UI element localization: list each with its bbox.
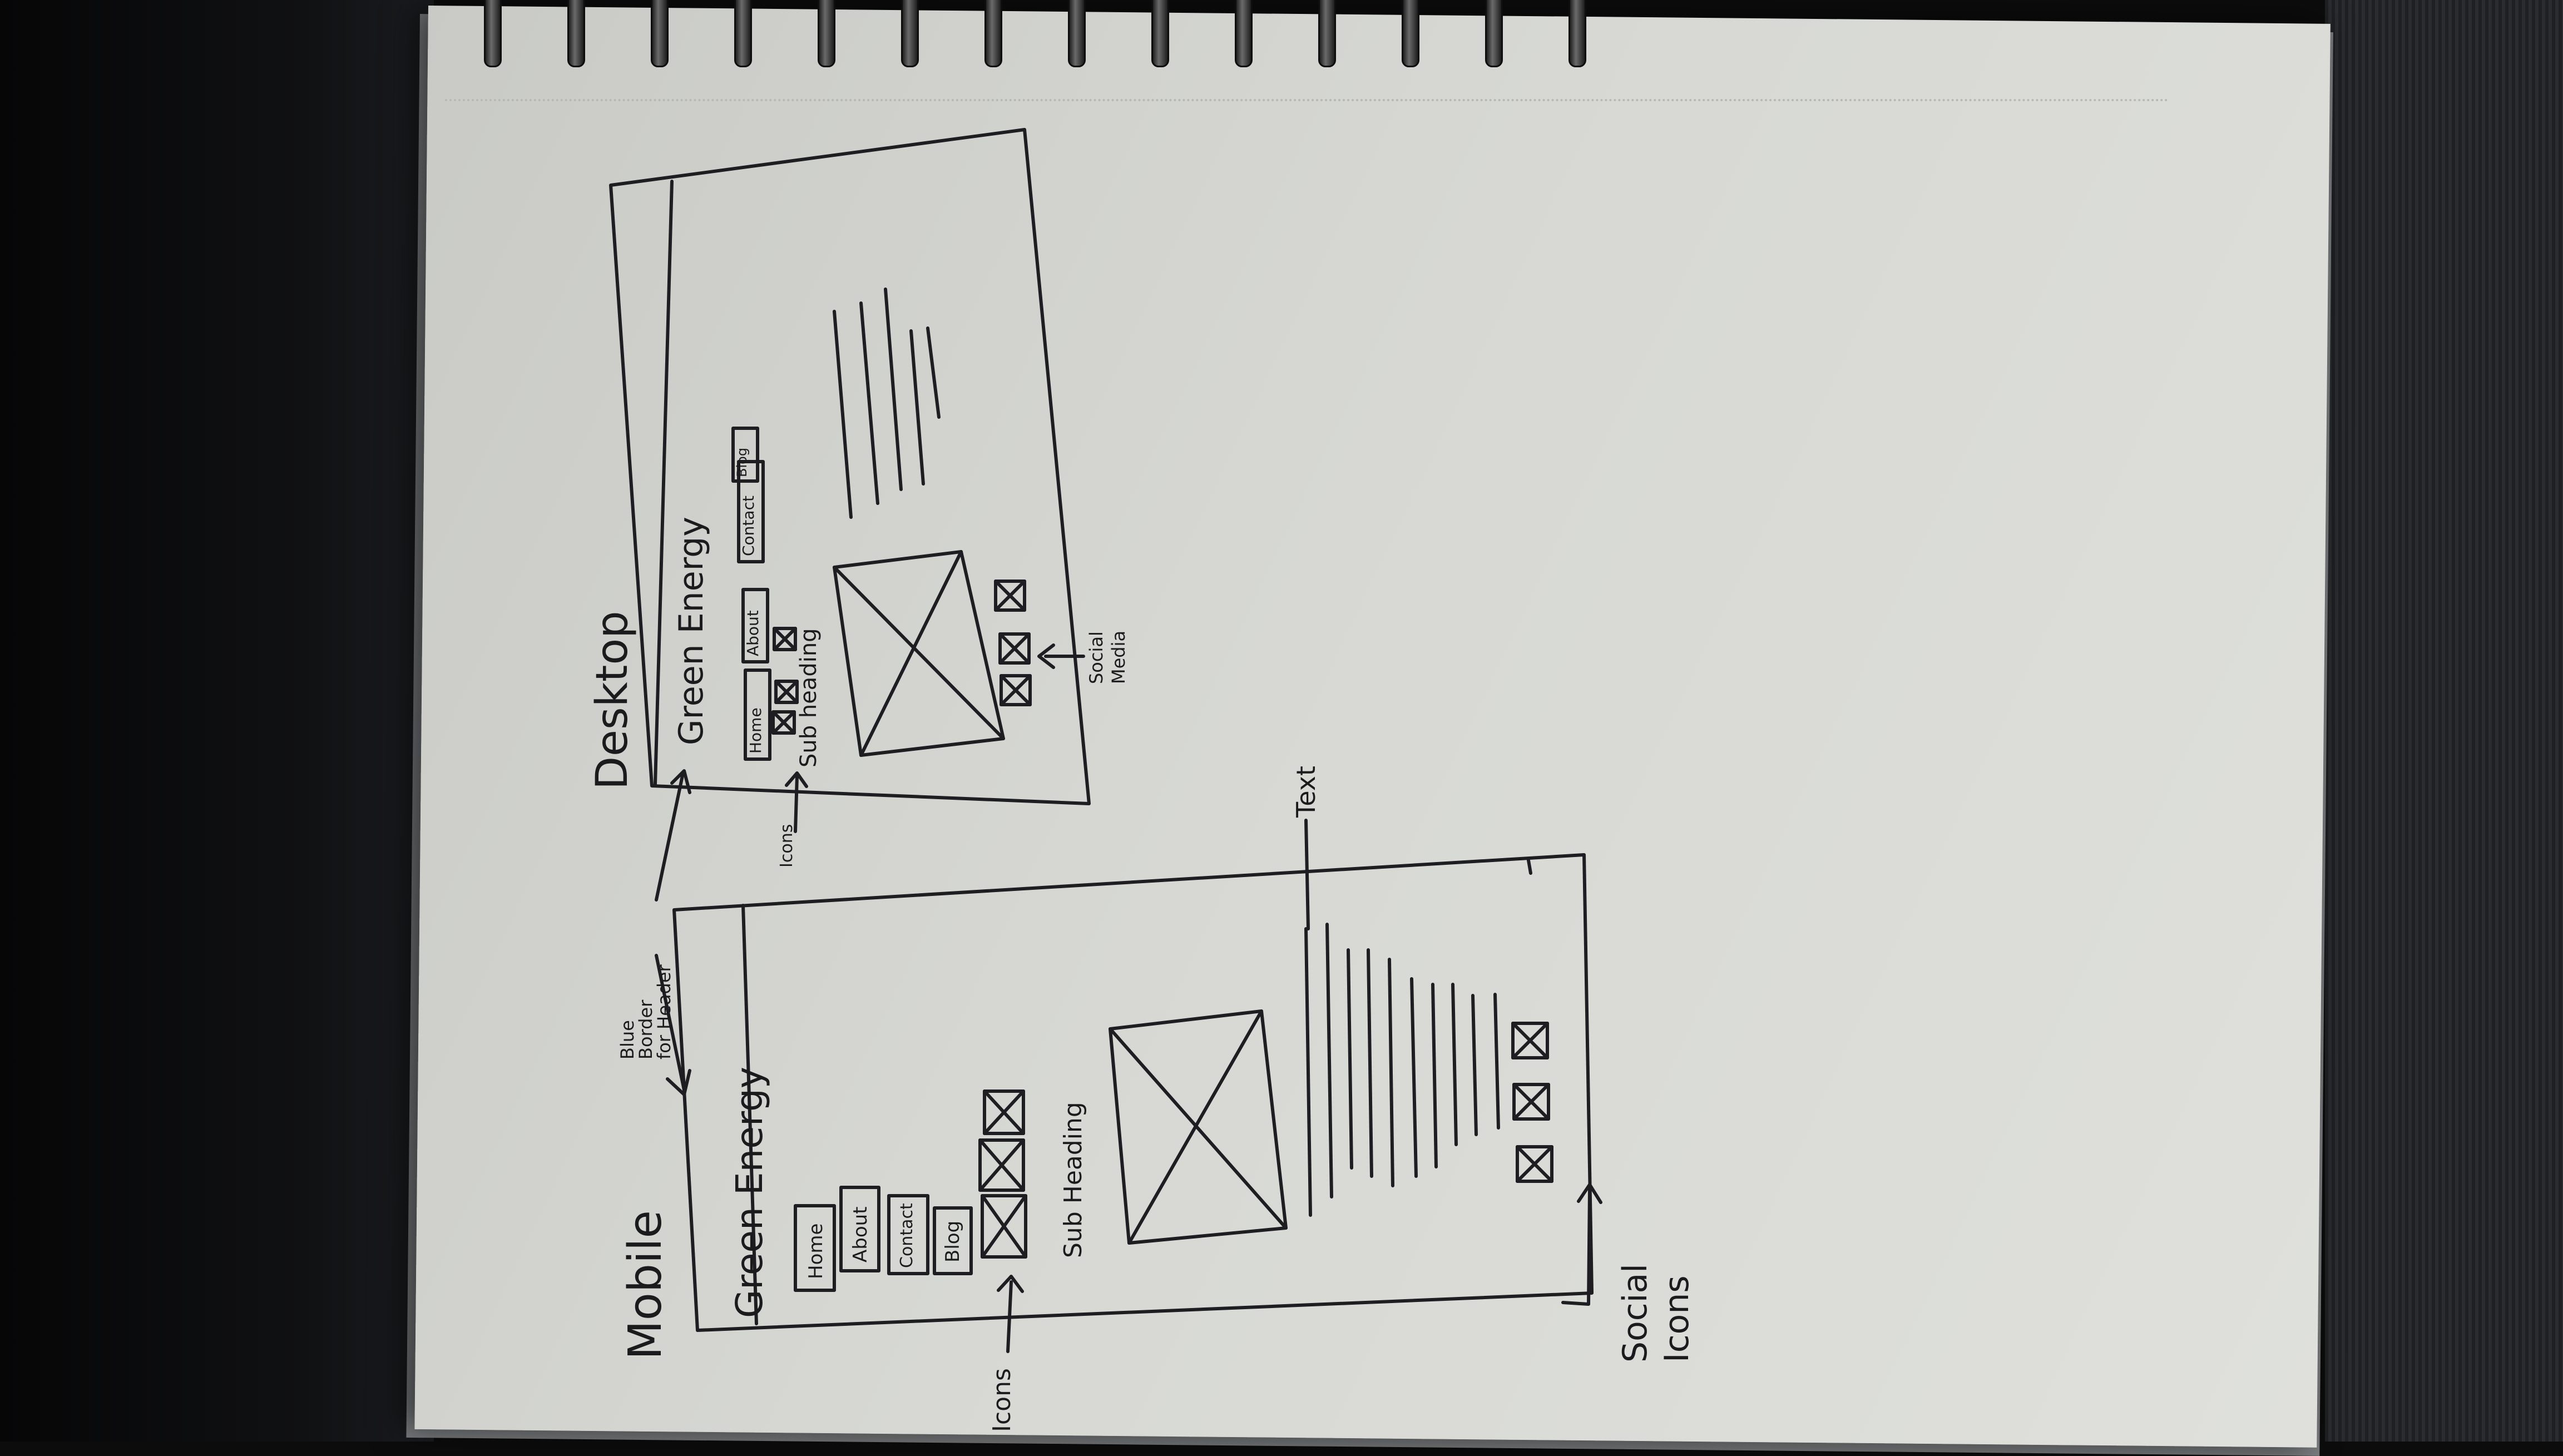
arrow-social-icons: [1561, 1188, 1591, 1306]
desktop-nav-contact[interactable]: Contact: [739, 496, 758, 556]
annotation-social-icons-2: Icons: [1657, 1275, 1696, 1363]
arrow-header-border-mobile-head: [666, 1069, 691, 1096]
annotation-social-icons-1: Social: [1616, 1264, 1655, 1363]
desktop-text-lines: [833, 288, 941, 519]
desktop-frame: [609, 128, 1091, 805]
arrow-social-media-head: [1037, 643, 1055, 669]
spiral-coil: [901, 0, 919, 67]
spiral-coil: [734, 0, 752, 67]
mobile-social-box: [1512, 1083, 1550, 1121]
mobile-nav-blog-box: [933, 1206, 973, 1275]
spiral-coil: [484, 0, 502, 67]
mobile-nav-contact-box: [887, 1194, 929, 1275]
desktop-icon-box: [773, 627, 797, 651]
spiral-coil: [651, 0, 669, 67]
spiral-coil: [1151, 0, 1169, 67]
desktop-title: Desktop: [587, 611, 637, 790]
desktop-social-box: [1000, 674, 1032, 706]
spiral-coil: [1068, 0, 1086, 67]
mobile-icon-box: [983, 1089, 1025, 1135]
annotation-text: Text: [1291, 765, 1321, 818]
spiral-coil: [567, 0, 585, 67]
mobile-header-border: [741, 904, 758, 1325]
desktop-nav-about[interactable]: About: [744, 610, 762, 656]
desktop-image-placeholder: [833, 550, 1005, 757]
annotation-social-media-1: Social: [1086, 631, 1107, 684]
desktop-nav-about-box: [741, 588, 769, 663]
mobile-text-lines: [1304, 923, 1500, 1217]
mobile-nav-contact[interactable]: Contact: [897, 1203, 917, 1268]
desktop-nav-blog[interactable]: Blog: [734, 447, 750, 477]
perforation-line: [445, 99, 2169, 101]
arrow-icons-desktop: [794, 774, 799, 833]
annotation-social-media-2: Media: [1108, 630, 1129, 684]
desktop-header-border: [654, 180, 674, 786]
mobile-nav-about-box: [839, 1186, 880, 1272]
arrow-header-border-desktop-head: [670, 769, 691, 794]
desktop-nav-home[interactable]: Home: [746, 707, 765, 754]
arrow-icons-mobile-head: [997, 1275, 1024, 1293]
mobile-social-box: [1516, 1145, 1553, 1183]
mobile-nav-home-box: [794, 1204, 836, 1292]
mobile-image-placeholder: [1109, 1009, 1288, 1245]
annotation-icons-mobile: Icons: [988, 1368, 1016, 1432]
spiral-coil: [1569, 0, 1586, 67]
annotation-header-border-2: Border: [635, 999, 656, 1059]
desktop-site-name: Green Energy: [672, 517, 711, 745]
mobile-frame: [672, 853, 1594, 1332]
desktop-nav-home-box: [744, 668, 771, 761]
spiral-coil: [1235, 0, 1253, 67]
mobile-social-box: [1511, 1022, 1549, 1059]
desktop-nav-contact-box: [737, 460, 765, 563]
spiral-coil: [1402, 0, 1419, 67]
spiral-coil: [984, 0, 1002, 67]
arrow-icons-mobile: [1006, 1280, 1013, 1353]
desktop-subheading: Sub heading: [796, 628, 822, 767]
annotation-header-border-3: for Header: [654, 964, 675, 1059]
arrow-icons-desktop-head: [785, 771, 808, 788]
desktop-icon-box: [771, 710, 796, 735]
desktop-social-box: [998, 632, 1031, 665]
desktop-icon-box: [774, 680, 799, 704]
mobile-icon-box: [978, 1138, 1025, 1192]
mobile-close-mark: [1527, 859, 1532, 875]
mobile-nav-about[interactable]: About: [849, 1206, 872, 1262]
spiral-coil: [1318, 0, 1336, 67]
arrow-header-border-desktop: [655, 771, 685, 902]
desk-surface: [2325, 0, 2563, 1442]
mobile-nav-home[interactable]: Home: [805, 1223, 827, 1279]
mobile-subheading: Sub Heading: [1059, 1102, 1087, 1258]
arrow-social-icons-head: [1577, 1183, 1602, 1204]
mobile-nav-blog[interactable]: Blog: [942, 1220, 964, 1262]
mobile-title: Mobile: [619, 1210, 672, 1360]
arrow-header-border-mobile: [655, 954, 686, 1092]
annotation-header-border-1: Blue: [617, 1020, 638, 1059]
spiral-coil: [818, 0, 835, 67]
mobile-icon-box: [981, 1194, 1027, 1259]
desktop-nav-blog-box: [731, 427, 759, 483]
desk-shadow: [0, 0, 434, 1442]
annotation-icons-desktop: Icons: [777, 824, 796, 868]
arrow-text: [1304, 819, 1310, 930]
mobile-site-name: Green Energy: [728, 1067, 771, 1318]
desktop-social-box: [994, 580, 1026, 612]
spiral-coil: [1485, 0, 1503, 67]
